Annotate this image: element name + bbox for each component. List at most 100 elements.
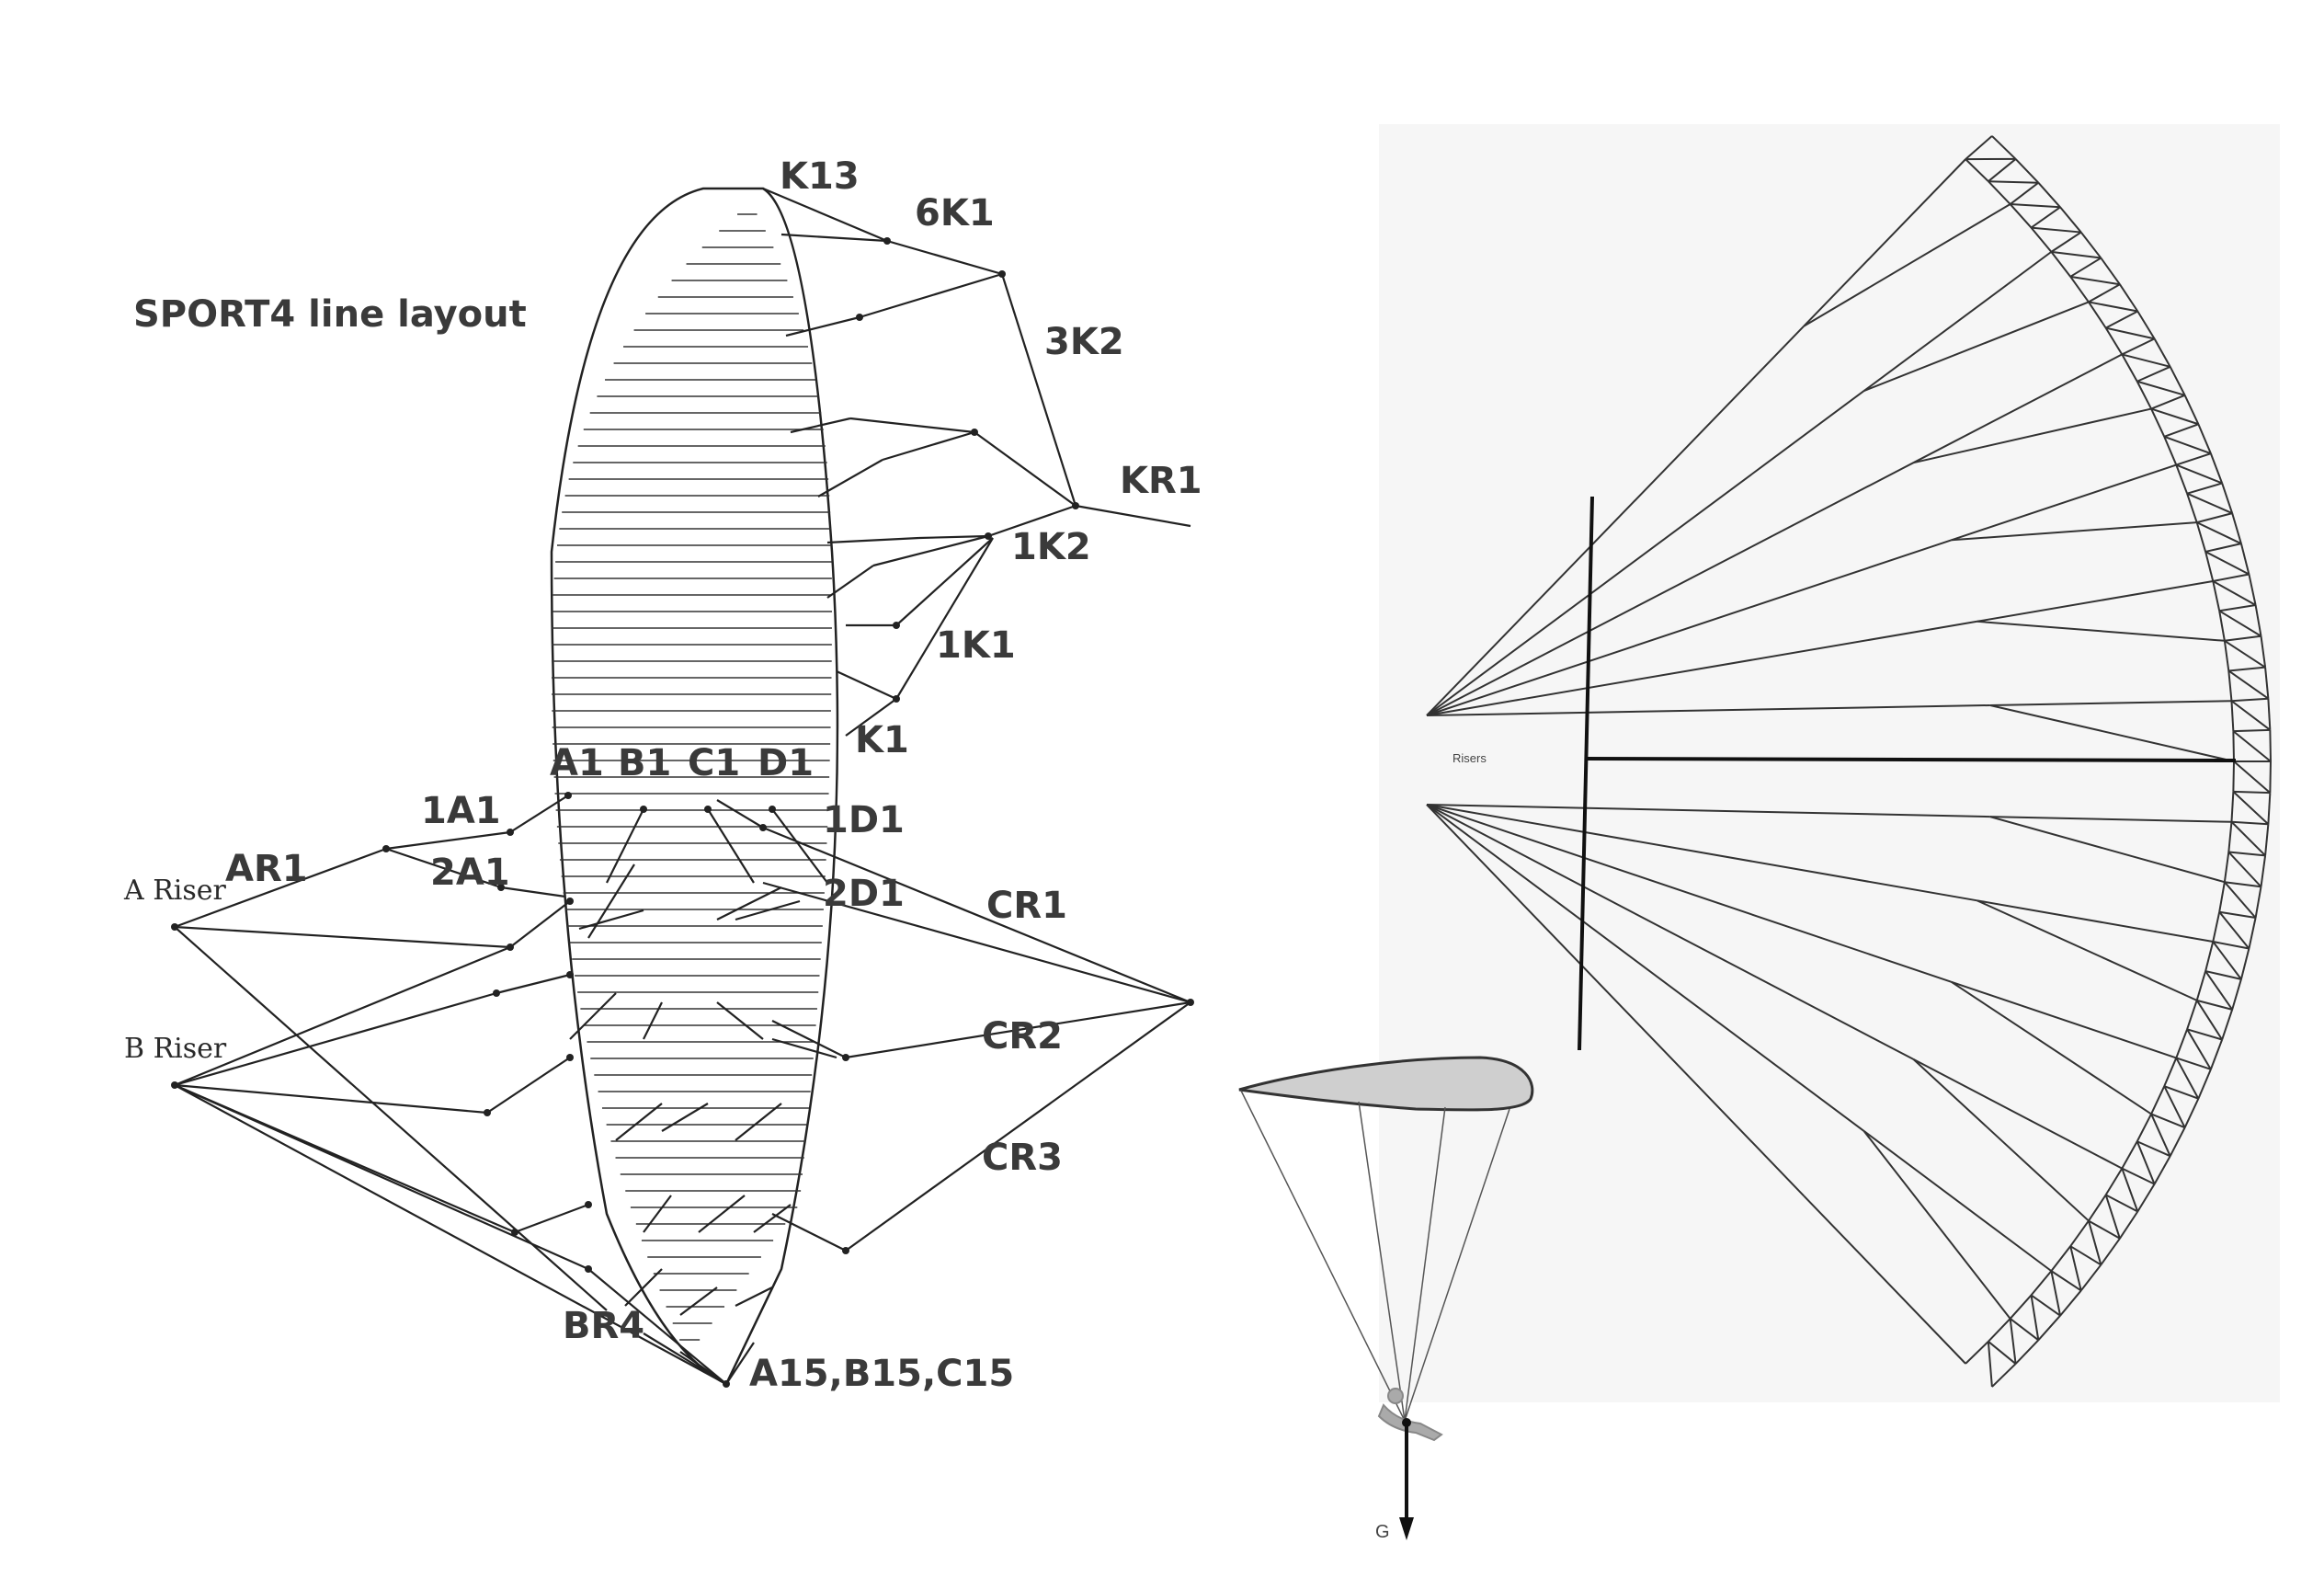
canopy-cell-rib bbox=[2228, 666, 2266, 672]
canopy-cell-diagonal bbox=[2232, 730, 2272, 762]
label-1k2: 1K2 bbox=[1011, 526, 1091, 568]
canopy-cell-diagonal bbox=[2233, 760, 2271, 794]
suspension-line bbox=[735, 1286, 773, 1307]
canopy-cell-diagonal bbox=[2150, 1114, 2171, 1157]
canopy-inner-arc bbox=[2195, 970, 2207, 1001]
canopy-outer-arc bbox=[2197, 423, 2212, 454]
canopy-cell-rib bbox=[2219, 604, 2256, 612]
canopy-outer-arc bbox=[1991, 1363, 2017, 1388]
suspension-line bbox=[174, 1083, 488, 1115]
riser-line bbox=[1426, 390, 1865, 716]
junction-dot bbox=[497, 884, 505, 891]
suspension-line bbox=[872, 534, 989, 567]
suspension-line bbox=[882, 430, 975, 462]
canopy-inner-arc bbox=[2227, 670, 2233, 702]
suspension-line bbox=[624, 1268, 663, 1307]
canopy-cell-rib bbox=[2050, 231, 2082, 253]
junction-dot bbox=[507, 829, 514, 836]
canopy-outer-arc bbox=[1991, 135, 2017, 160]
junction-dot bbox=[893, 622, 900, 629]
right-horizontal-bar bbox=[1586, 757, 2237, 762]
riser-line-branch bbox=[1951, 980, 2152, 1115]
canopy-outer-arc bbox=[2260, 635, 2267, 668]
junction-dot bbox=[856, 314, 863, 321]
canopy-inner-arc bbox=[2030, 226, 2053, 253]
canopy-inner-arc bbox=[2104, 327, 2124, 355]
riser-line bbox=[1426, 804, 1865, 1132]
canopy-outer-arc bbox=[2119, 1210, 2139, 1240]
canopy-outer-arc bbox=[2248, 574, 2257, 606]
canopy-outer-arc bbox=[2100, 1238, 2121, 1266]
canopy-outer-arc bbox=[2231, 978, 2242, 1011]
canopy-cell-diagonal bbox=[2204, 970, 2233, 1011]
canopy-cell-diagonal bbox=[2010, 203, 2061, 209]
canopy-cell-diagonal bbox=[2230, 821, 2266, 857]
suspension-line bbox=[716, 886, 782, 920]
canopy-cell-rib bbox=[2030, 1294, 2061, 1317]
suspension-line bbox=[762, 881, 1191, 1004]
suspension-line bbox=[643, 1195, 672, 1233]
label-1k1: 1K1 bbox=[936, 624, 1016, 667]
canopy-outer-arc bbox=[2136, 310, 2156, 339]
junction-dot bbox=[564, 792, 572, 799]
suspension-line bbox=[174, 991, 497, 1087]
suspension-line bbox=[174, 926, 608, 1311]
riser-line-branch bbox=[1951, 463, 2177, 542]
canopy-cell-rib bbox=[2088, 1219, 2121, 1240]
canopy-ribs bbox=[552, 213, 832, 1357]
canopy-cell-rib bbox=[2105, 310, 2138, 329]
canopy-outer-arc bbox=[2183, 1098, 2200, 1128]
suspension-line bbox=[1000, 273, 1077, 507]
junction-dot bbox=[640, 806, 647, 813]
label-br4: BR4 bbox=[563, 1305, 644, 1347]
canopy-inner-arc bbox=[2104, 1168, 2124, 1195]
left-panel: SPORT4 line layout K13 6K1 3K2 KR1 1K2 1… bbox=[123, 155, 1202, 1395]
canopy-cell-rib bbox=[2186, 482, 2223, 495]
riser-line-branch bbox=[1951, 521, 2197, 542]
riser-line-branch bbox=[1913, 407, 2152, 464]
canopy-cell-rib bbox=[2186, 1028, 2223, 1041]
canopy-outer-arc bbox=[2014, 1339, 2040, 1365]
diagram-title: SPORT4 line layout bbox=[133, 293, 527, 336]
suspension-line bbox=[174, 1084, 727, 1385]
riser-line-branch bbox=[1977, 899, 2214, 943]
canopy-cell-rib bbox=[2204, 970, 2242, 980]
riser-line-branch bbox=[1803, 1195, 1966, 1365]
canopy-cell-rib bbox=[2150, 394, 2186, 410]
canopy-cell-rib bbox=[2231, 697, 2269, 703]
suspension-line bbox=[735, 1103, 782, 1141]
canopy-outer-arc bbox=[2267, 698, 2272, 730]
canopy-cell-diagonal bbox=[2218, 911, 2250, 950]
junction-dot bbox=[484, 1109, 491, 1116]
junction-dot bbox=[507, 943, 514, 951]
canopy-cell-rib bbox=[2088, 283, 2121, 303]
suspension-line bbox=[771, 808, 828, 884]
suspension-line bbox=[725, 1342, 755, 1385]
canopy-inner-arc bbox=[2186, 1000, 2198, 1030]
riser-line-branch bbox=[1912, 1058, 2090, 1222]
riser-line-branch bbox=[1863, 301, 2090, 393]
canopy-cell-rib bbox=[1988, 1341, 2017, 1365]
canopy-cell-rib bbox=[2030, 206, 2061, 229]
canopy-cell-diagonal bbox=[2088, 301, 2138, 313]
canopy-cell-diagonal bbox=[1987, 1341, 1993, 1388]
canopy-inner-arc bbox=[2212, 580, 2221, 612]
canopy-inner-arc bbox=[2009, 1294, 2033, 1320]
canopy-inner-arc bbox=[2121, 1140, 2138, 1170]
canopy-cell-diagonal bbox=[2195, 1000, 2223, 1041]
label-3k2: 3K2 bbox=[1044, 321, 1124, 363]
canopy-outer-arc bbox=[2231, 512, 2242, 544]
suspension-line bbox=[698, 1195, 746, 1233]
suspension-line bbox=[606, 808, 644, 884]
canopy-inner-arc bbox=[2230, 701, 2235, 732]
suspension-line bbox=[895, 537, 994, 626]
canopy-outer-arc bbox=[2037, 182, 2061, 208]
canopy-outer-arc bbox=[2248, 917, 2257, 949]
canopy-inner-arc bbox=[2069, 1219, 2090, 1247]
junction-dot bbox=[971, 429, 978, 436]
junction-dot bbox=[842, 1247, 849, 1254]
canopy-cell-diagonal bbox=[2050, 1270, 2062, 1316]
pilot-center-dot bbox=[1402, 1418, 1411, 1427]
label-b-riser: B Riser bbox=[124, 1033, 227, 1065]
label-k1: K1 bbox=[855, 719, 909, 761]
